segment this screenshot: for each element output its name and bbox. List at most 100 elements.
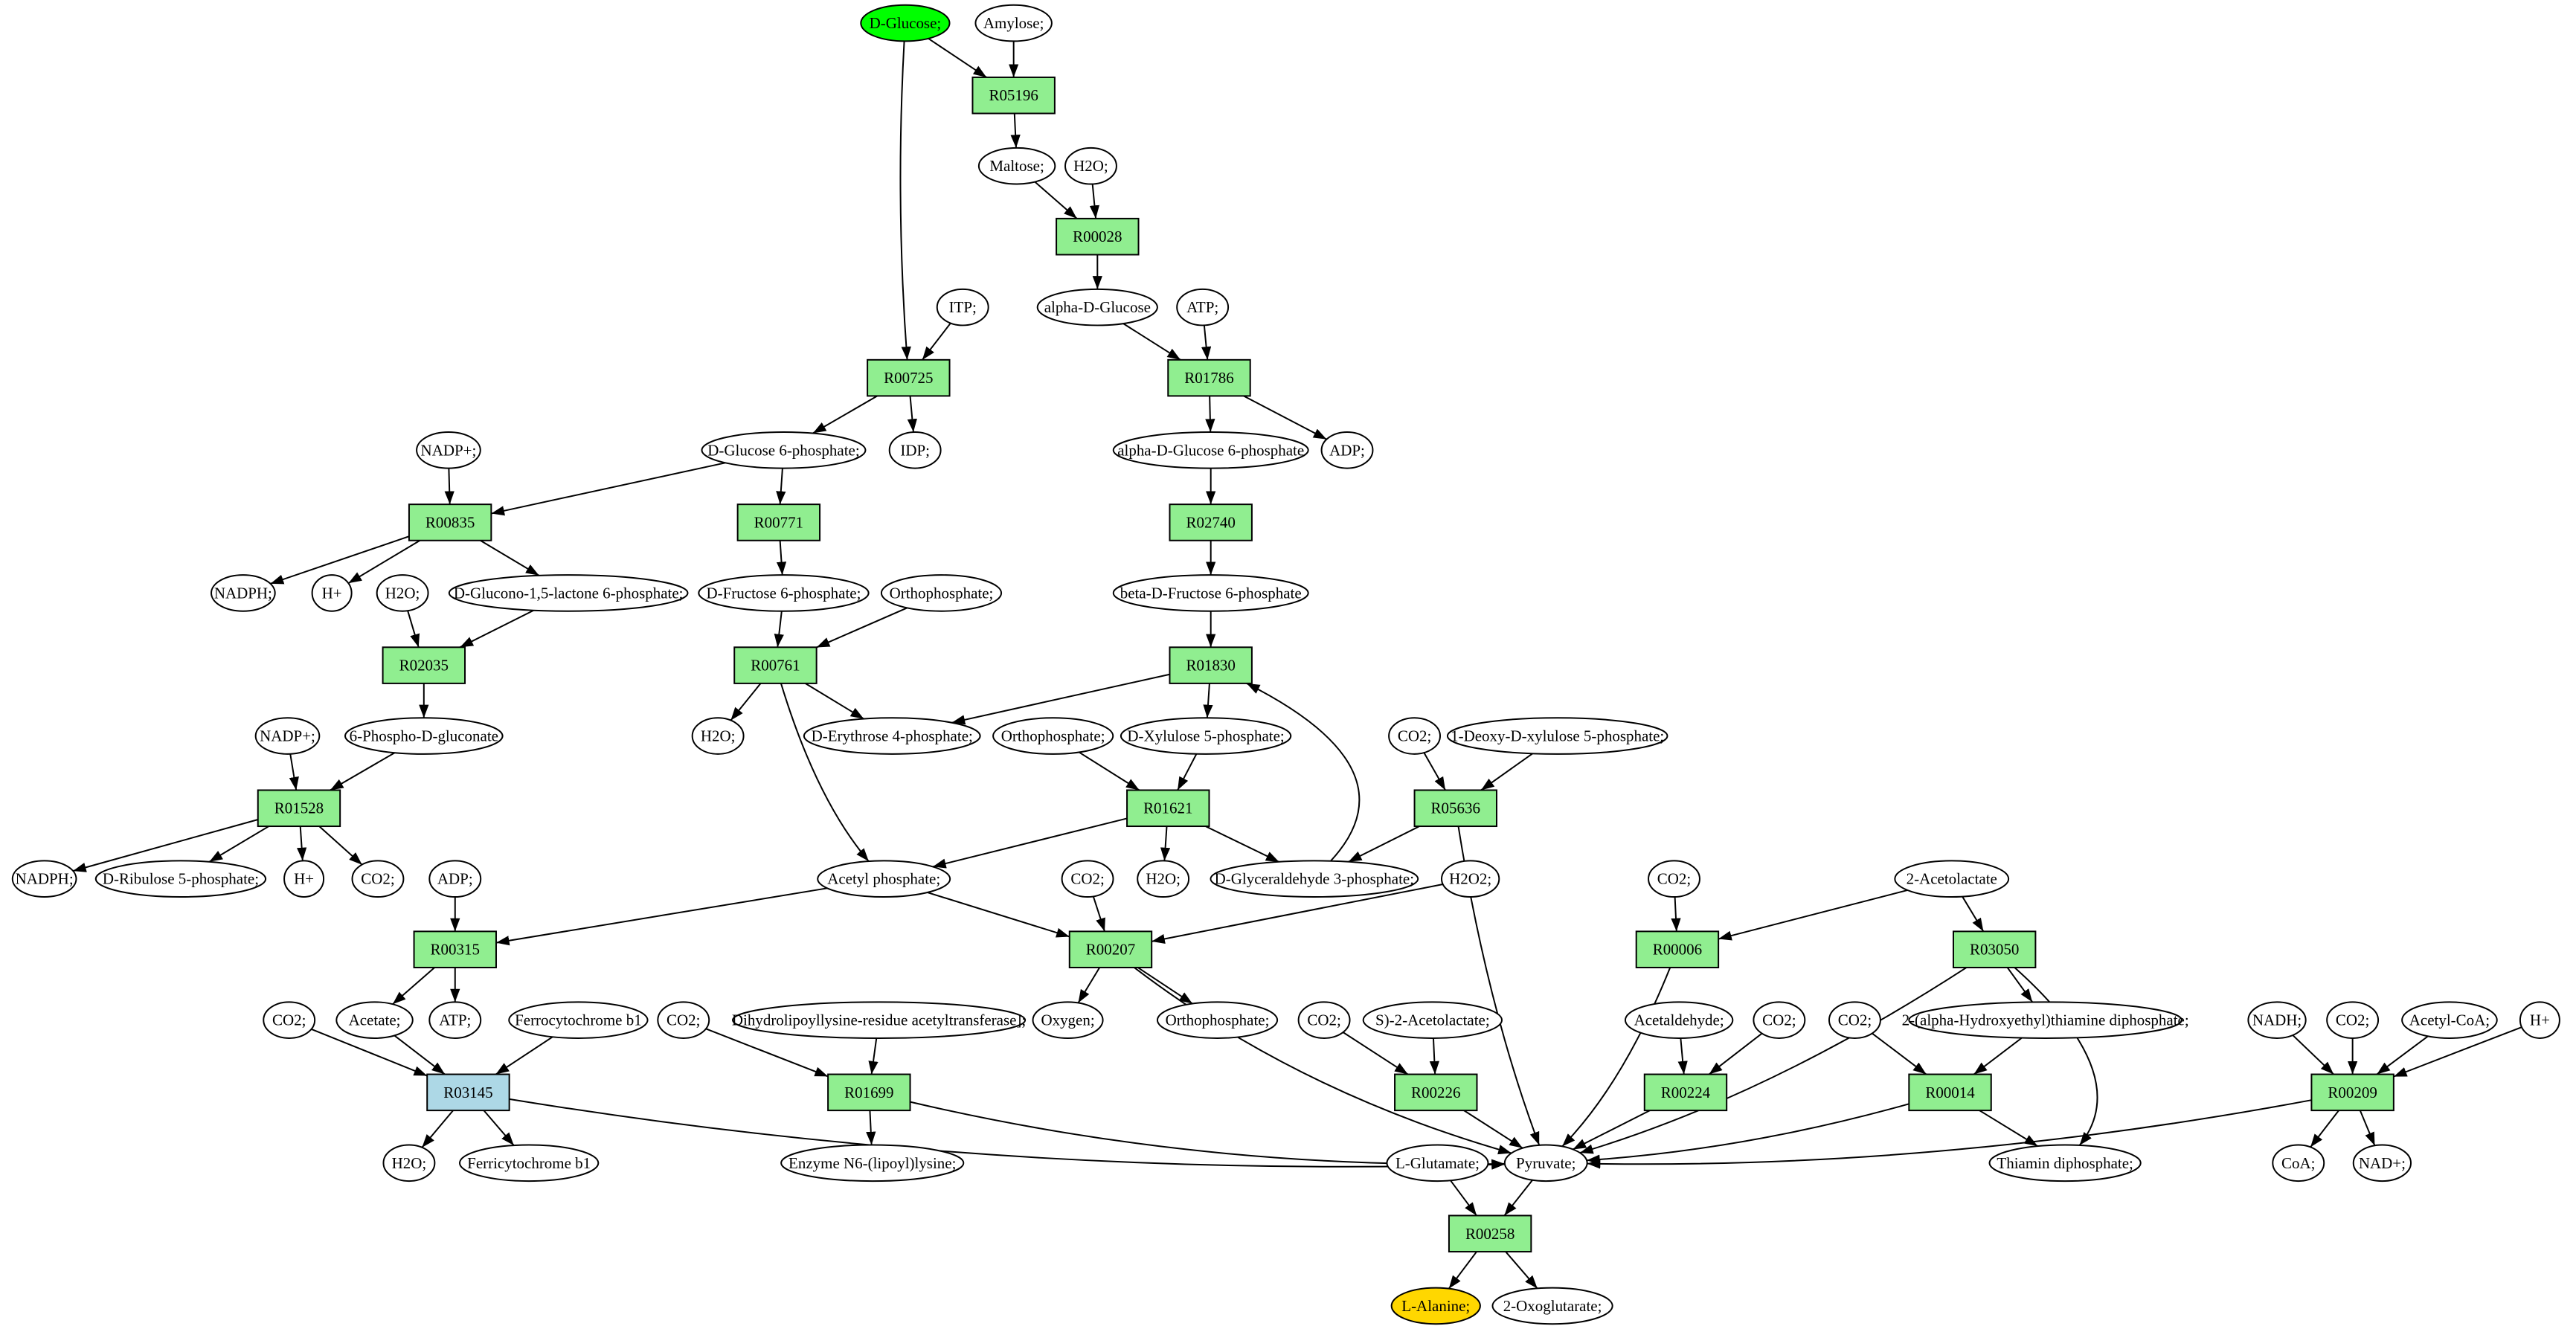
compound-ellipse	[1032, 1001, 1104, 1039]
compound-ellipse	[211, 574, 276, 612]
compound-node-6-phospho-d-gluconate: 6-Phospho-D-gluconate	[344, 717, 504, 755]
reaction-box	[1068, 930, 1153, 968]
compound-node-l-alanine: L-Alanine;	[1390, 1287, 1481, 1325]
compound-label: CO2;	[1307, 1011, 1340, 1029]
compound-label: NADH;	[2252, 1011, 2302, 1029]
compound-label: H+	[322, 584, 342, 602]
compound-node-co2-1: CO2;	[1388, 717, 1442, 755]
edge-orthophosphate-2-to-r01621	[1079, 751, 1140, 791]
compound-label: beta-D-Fructose 6-phosphate	[1120, 584, 1302, 602]
compound-ellipse	[936, 288, 989, 326]
compound-label: CO2;	[2336, 1011, 2369, 1029]
reaction-box	[1635, 930, 1720, 968]
compound-node-dihydrolipoyllysine-residue: Dihydrolipoyllysine-residue acetyltransf…	[732, 1001, 1026, 1039]
reaction-box	[971, 76, 1056, 115]
compound-node-atp-1: ATP;	[1176, 288, 1230, 326]
edge-atp-1-to-r01786	[1201, 325, 1212, 360]
compound-node-h-plus-1: H+	[311, 574, 353, 612]
compound-node-h2o-2: H2O;	[376, 574, 429, 612]
edge-hydroxyethyl-thpp-to-r00014	[1973, 1037, 2023, 1075]
compound-ellipse	[888, 431, 942, 469]
compound-label: Maltose;	[989, 157, 1044, 175]
compound-label: Orthophosphate;	[1001, 727, 1105, 745]
compound-ellipse	[1112, 574, 1309, 612]
compound-node-d-fructose-6-phosphate: D-Fructose 6-phosphate;	[698, 574, 870, 612]
compound-label: NADPH;	[214, 584, 272, 602]
reaction-label: R02035	[399, 657, 449, 675]
compound-label: NADP+;	[421, 441, 477, 459]
compound-node-l-glutamate: L-Glutamate;	[1386, 1144, 1489, 1182]
edge-co2-5-to-r03145	[311, 1028, 428, 1077]
compound-ellipse	[1036, 288, 1158, 326]
reaction-box	[1394, 1073, 1478, 1112]
compound-node-coa: CoA;	[2272, 1144, 2325, 1182]
compound-label: NAD+;	[2359, 1154, 2406, 1172]
reaction-label: R00006	[1653, 941, 1702, 959]
reaction-node-r01699: R01699	[827, 1073, 911, 1112]
compound-node-nadph-2: NADPH;	[11, 860, 77, 898]
compound-label: L-Glutamate;	[1395, 1154, 1480, 1172]
compound-label: ITP;	[949, 298, 977, 316]
compound-ellipse	[1297, 1001, 1351, 1039]
reaction-label: R01786	[1184, 369, 1233, 387]
edge-r01621-to-d-glyceraldehyde-3-phosphate	[1205, 826, 1280, 863]
compound-label: L-Alanine;	[1401, 1297, 1470, 1315]
reaction-node-r00209: R00209	[2310, 1073, 2394, 1112]
compound-label: 1-Deoxy-D-xylulose 5-phosphate;	[1451, 727, 1664, 745]
reaction-box	[827, 1073, 911, 1112]
reaction-node-r05196: R05196	[971, 76, 1056, 115]
compound-label: 2-Oxoglutarate;	[1503, 1297, 1602, 1315]
compound-label: CO2;	[272, 1011, 306, 1029]
edge-co2-4-to-r00006	[1671, 896, 1681, 932]
compound-ellipse	[880, 574, 1003, 612]
compound-node-co2-8: CO2;	[1753, 1001, 1806, 1039]
edge-r03050-to-thiamin-diphosphate	[2014, 967, 2098, 1146]
compound-node-d-glucose: D-Glucose;	[860, 4, 951, 42]
edge-d-glucose-6-phosphate-to-r00835	[491, 462, 726, 516]
compound-node-nadp-2: NADP+;	[254, 717, 321, 755]
reaction-node-r00014: R00014	[1908, 1073, 1992, 1112]
compound-node-h2o-3: H2O;	[691, 717, 745, 755]
edge-r01528-to-co2-2	[318, 826, 363, 866]
compound-label: Thiamin diphosphate;	[1997, 1154, 2133, 1172]
compound-label: CO2;	[361, 870, 394, 888]
compound-ellipse	[335, 1001, 414, 1039]
edge-d-glyceraldehyde-3-phosphate-to-r01830	[1246, 683, 1361, 862]
compound-label: D-Glyceraldehyde 3-phosphate;	[1215, 870, 1414, 888]
edge-r01621-to-h2o-4	[1160, 826, 1171, 861]
compound-ellipse	[94, 860, 267, 898]
compound-label: IDP;	[900, 441, 930, 459]
edges-layer	[72, 37, 2522, 1290]
reaction-box	[1056, 217, 1140, 256]
compound-label: 2-(alpha-Hydroxyethyl)thiamine diphospha…	[1902, 1011, 2189, 1029]
compound-ellipse	[992, 717, 1114, 755]
compound-label: ADP;	[1329, 441, 1365, 459]
reaction-label: R00209	[2328, 1084, 2377, 1101]
reaction-label: R03145	[443, 1084, 492, 1101]
reaction-node-r00207: R00207	[1068, 930, 1153, 968]
edge-orthophosphate-1-to-r00761	[816, 607, 908, 649]
compound-ellipse	[311, 574, 353, 612]
reaction-node-r01528: R01528	[257, 789, 341, 828]
compound-ellipse	[2326, 1001, 2380, 1039]
reaction-label: R00028	[1073, 228, 1122, 245]
reaction-node-r00771: R00771	[736, 503, 821, 541]
compound-node-acetate: Acetate;	[335, 1001, 414, 1039]
edge-r00209-to-coa	[2310, 1110, 2339, 1148]
compound-node-orthophosphate-3: Orthophosphate;	[1156, 1001, 1279, 1039]
compound-label: Amylose;	[983, 14, 1044, 32]
compound-label: Enzyme N6-(lipoyl)lysine;	[788, 1154, 956, 1172]
compound-node-h2o-4: H2O;	[1137, 860, 1190, 898]
compound-node-alpha-d-glucose: alpha-D-Glucose	[1036, 288, 1158, 326]
edge-r00258-to-2-oxoglutarate	[1505, 1251, 1538, 1290]
edge-r05636-to-d-glyceraldehyde-3-phosphate	[1348, 826, 1420, 863]
compound-node-glucono-lactone-6-phosphate: D-Glucono-1,5-lactone 6-phosphate;	[448, 574, 689, 612]
compound-node-adp-2: ADP;	[428, 860, 482, 898]
edge-r01830-to-d-erythrose-4-phosphate	[951, 673, 1170, 725]
reaction-box	[1413, 789, 1497, 828]
compound-ellipse	[376, 574, 429, 612]
reaction-label: R00771	[754, 513, 803, 531]
compound-node-co2-6: CO2;	[657, 1001, 710, 1039]
compound-node-co2-9: CO2;	[1828, 1001, 1881, 1039]
edge-2-acetolactate-to-r00006	[1718, 889, 1908, 941]
